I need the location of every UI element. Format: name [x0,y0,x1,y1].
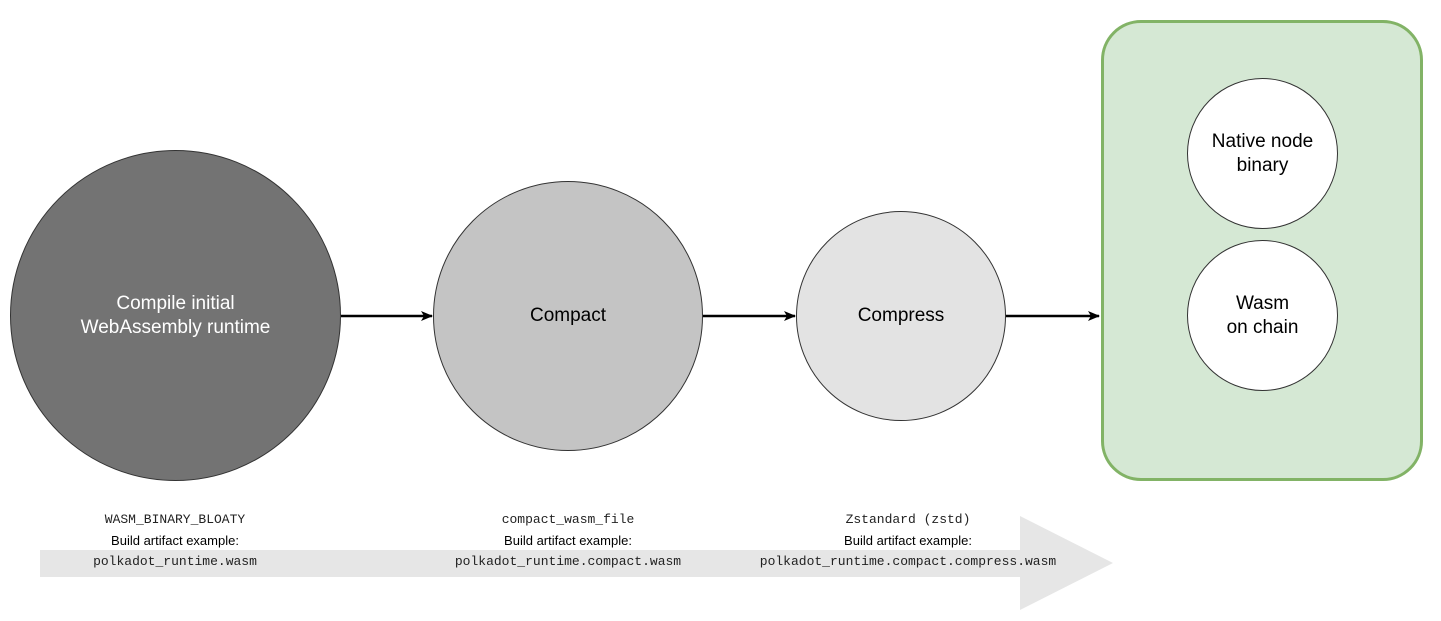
compress-node-label: Compress [857,305,945,326]
wasm-on-chain-node: Wasm on chain [1187,240,1338,391]
caption-compress: Zstandard (zstd) Build artifact example:… [728,510,1088,572]
native-node-binary-label: Native node binary [1211,130,1314,176]
background-flow-arrow [40,516,1113,610]
wasm-on-chain-label: Wasm on chain [1226,292,1299,338]
caption-compile-desc: Build artifact example: [111,533,239,548]
compile-node: Compile initial WebAssembly runtime [10,150,341,481]
compact-node: Compact [433,181,703,451]
compile-node-label: Compile initial WebAssembly runtime [80,292,271,338]
native-node-binary-node: Native node binary [1187,78,1338,229]
caption-compact: compact_wasm_file Build artifact example… [388,510,748,572]
compress-node: Compress [796,211,1006,421]
caption-compact-artifact: polkadot_runtime.compact.wasm [454,554,682,569]
caption-compress-key: Zstandard (zstd) [845,512,971,527]
caption-compact-key: compact_wasm_file [501,512,635,527]
compact-node-label: Compact [529,305,607,326]
caption-compile-artifact: polkadot_runtime.wasm [93,554,257,569]
caption-compress-artifact: polkadot_runtime.compact.compress.wasm [759,554,1057,569]
caption-compact-desc: Build artifact example: [504,533,632,548]
caption-compile: WASM_BINARY_BLOATY Build artifact exampl… [0,510,355,572]
caption-compress-desc: Build artifact example: [844,533,972,548]
caption-compile-key: WASM_BINARY_BLOATY [104,512,246,527]
